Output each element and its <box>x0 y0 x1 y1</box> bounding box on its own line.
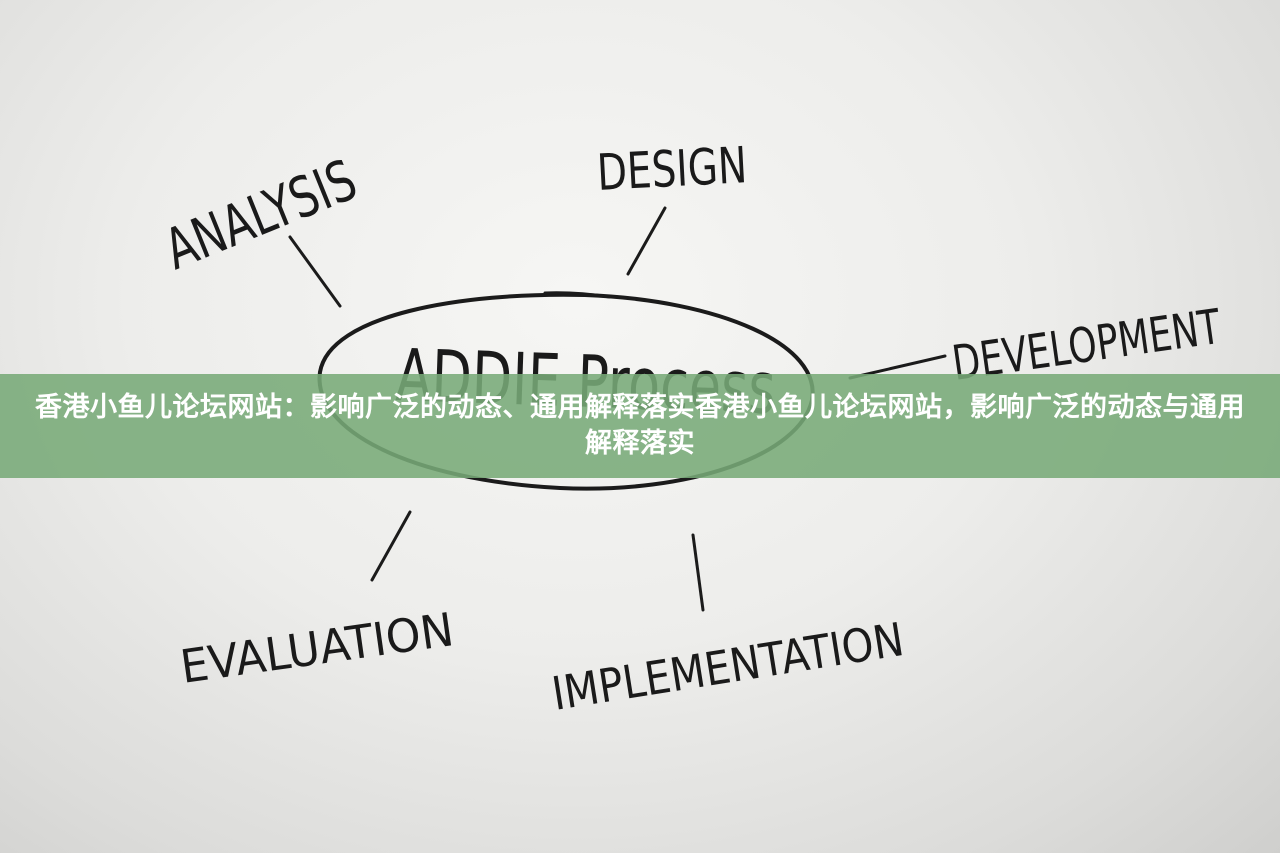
connector-design <box>626 206 667 276</box>
label-evaluation: EVALUATION <box>177 602 457 694</box>
label-analysis: ANALYSIS <box>156 148 366 283</box>
connector-evaluation <box>370 510 412 582</box>
center-ellipse <box>317 292 815 491</box>
title-banner: 香港小鱼儿论坛网站：影响广泛的动态、通用解释落实香港小鱼儿论坛网站，影响广泛的动… <box>0 374 1280 478</box>
center-ellipse-overlap <box>543 291 612 299</box>
banner-title: 香港小鱼儿论坛网站：影响广泛的动态、通用解释落实香港小鱼儿论坛网站，影响广泛的动… <box>35 392 1245 459</box>
connector-implementation <box>691 533 705 612</box>
label-implementation: IMPLEMENTATION <box>548 612 907 721</box>
label-design: DESIGN <box>596 136 749 202</box>
connector-analysis <box>288 235 342 308</box>
